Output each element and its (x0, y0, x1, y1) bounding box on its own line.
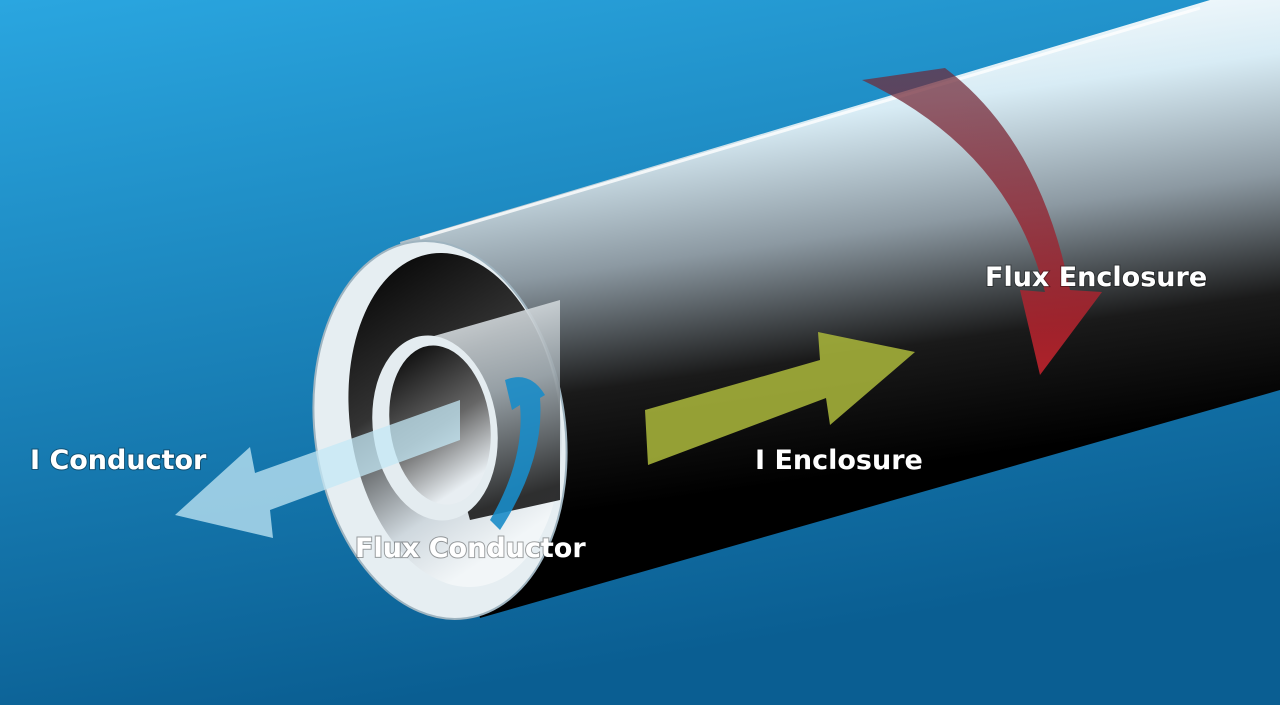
flux-enclosure-arrow (862, 68, 1102, 375)
flux-conductor-label: Flux Conductor (355, 533, 586, 564)
flux-enclosure-label: Flux Enclosure (985, 262, 1207, 293)
i-enclosure-label: I Enclosure (755, 445, 923, 476)
i-enclosure-arrow (645, 332, 915, 465)
flux-conductor-arrow (490, 377, 545, 530)
i-conductor-arrow (175, 400, 460, 538)
enclosure-tube (400, 0, 1280, 618)
i-conductor-label: I Conductor (30, 445, 207, 476)
